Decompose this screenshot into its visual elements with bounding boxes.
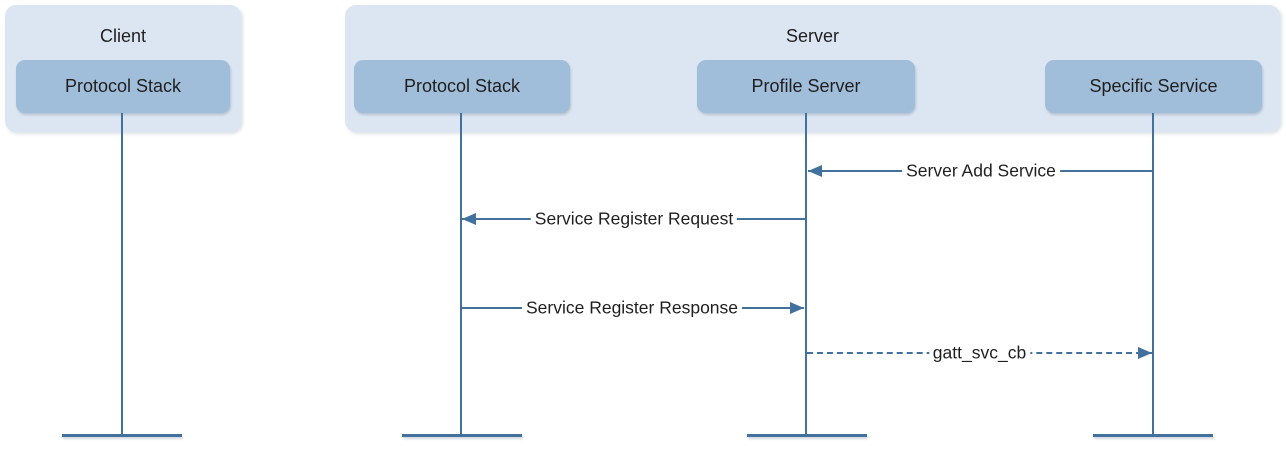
lifeline-specific-service: [1152, 113, 1154, 436]
message-label: Service Register Response: [521, 297, 743, 319]
participant-profile-server: Profile Server: [697, 60, 915, 113]
lifeline-profile-server: [805, 113, 807, 436]
lifeline-foot-profile-server: [747, 434, 867, 437]
participant-label: Protocol Stack: [403, 76, 521, 96]
arrowhead-left-icon: [462, 213, 476, 225]
message-service-register-request: Service Register Request: [462, 208, 806, 230]
message-label: gatt_svc_cb: [928, 342, 1031, 364]
participant-client-protocol-stack: Protocol Stack: [16, 60, 230, 113]
participant-label: Profile Server: [751, 76, 861, 96]
message-service-register-response: Service Register Response: [460, 297, 804, 319]
lifeline-foot-client-protocol-stack: [62, 434, 182, 437]
arrowhead-right-icon: [790, 302, 804, 314]
lifeline-foot-specific-service: [1093, 434, 1213, 437]
client-group-title: Client: [99, 26, 147, 46]
participant-label: Protocol Stack: [64, 76, 182, 96]
message-label: Server Add Service: [902, 160, 1060, 182]
participant-specific-service: Specific Service: [1045, 60, 1262, 113]
message-label: Service Register Request: [530, 208, 738, 230]
message-server-add-service: Server Add Service: [808, 160, 1154, 182]
lifeline-server-protocol-stack: [460, 113, 462, 436]
server-group-title: Server: [785, 26, 839, 46]
participant-label: Specific Service: [1089, 76, 1218, 96]
message-gatt-svc-cb: gatt_svc_cb: [807, 342, 1152, 364]
arrowhead-right-icon: [1138, 347, 1152, 359]
lifeline-client-protocol-stack: [121, 113, 123, 436]
participant-server-protocol-stack: Protocol Stack: [354, 60, 570, 113]
lifeline-foot-server-protocol-stack: [402, 434, 522, 437]
arrowhead-left-icon: [808, 165, 822, 177]
